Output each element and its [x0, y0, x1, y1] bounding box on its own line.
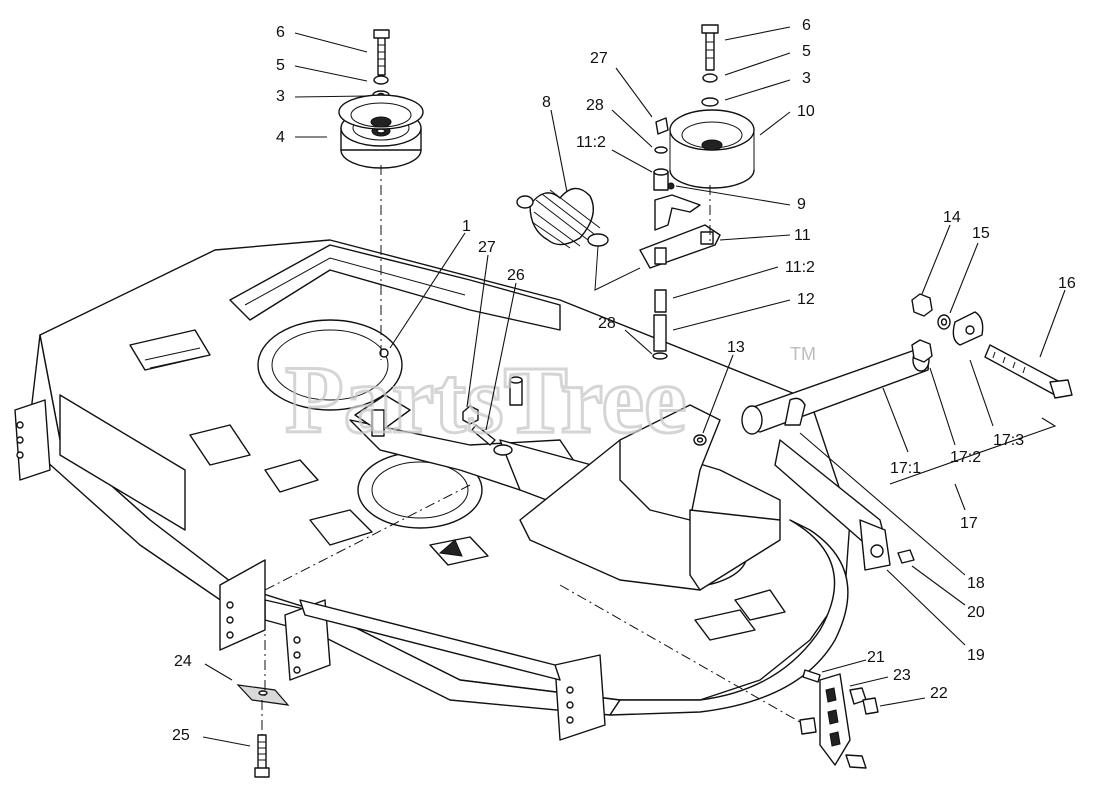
- callout-14: 14: [943, 209, 961, 226]
- right-pulley-stack: [669, 24, 755, 189]
- callout-4: 4: [276, 129, 285, 146]
- spring: [516, 187, 641, 291]
- centerlines: [261, 165, 801, 735]
- callout-5-right: 5: [802, 43, 811, 60]
- watermark-text: PartsTree: [285, 346, 687, 453]
- callout-11-2-top: 11:2: [576, 134, 606, 151]
- roller-assembly: [741, 348, 930, 571]
- hitch-hardware: [799, 669, 879, 769]
- callout-24: 24: [174, 653, 192, 670]
- callout-15: 15: [972, 225, 990, 242]
- watermark-tm: TM: [790, 344, 816, 364]
- callout-21: 21: [867, 649, 885, 666]
- callout-17-3: 17:3: [993, 432, 1024, 449]
- callout-27-top: 27: [590, 50, 608, 67]
- callout-18: 18: [967, 575, 985, 592]
- callout-12: 12: [797, 291, 815, 308]
- callout-11-2-bottom: 11:2: [785, 259, 815, 276]
- idler-arm-assembly: [639, 117, 721, 360]
- callout-16: 16: [1058, 275, 1076, 292]
- callout-17-2: 17:2: [950, 449, 981, 466]
- adjuster-hardware: [911, 293, 1073, 399]
- mower-deck: [14, 239, 851, 741]
- callout-1: 1: [462, 218, 471, 235]
- callout-26: 26: [507, 267, 525, 284]
- callout-27-deck: 27: [478, 239, 496, 256]
- callout-9: 9: [797, 196, 806, 213]
- callout-13: 13: [727, 339, 745, 356]
- callout-11: 11: [794, 227, 811, 244]
- callout-25: 25: [172, 727, 190, 744]
- callout-8: 8: [542, 94, 551, 111]
- callout-17-1: 17:1: [890, 460, 921, 477]
- callout-19: 19: [967, 647, 985, 664]
- bottom-hardware: [236, 684, 290, 778]
- small-hardware: [379, 348, 915, 564]
- callout-3-left: 3: [276, 88, 285, 105]
- callout-17: 17: [960, 515, 978, 532]
- callout-5-left: 5: [276, 57, 285, 74]
- leader-lines: [202, 26, 1066, 747]
- callout-6-left: 6: [276, 24, 285, 41]
- watermark: PartsTree TM: [284, 344, 817, 455]
- callout-28-bottom: 28: [598, 315, 616, 332]
- callout-22: 22: [930, 685, 948, 702]
- callout-6-right: 6: [802, 17, 811, 34]
- callout-10: 10: [797, 103, 815, 120]
- callout-28-top: 28: [586, 97, 604, 114]
- callout-20: 20: [967, 604, 985, 621]
- callout-3-right: 3: [802, 70, 811, 87]
- callout-23: 23: [893, 667, 911, 684]
- callout-labels: 6 5 3 4 6 5 3 10 27 28 11:2 8 9 11 11:2 …: [172, 17, 1076, 744]
- left-pulley-stack: [338, 29, 424, 169]
